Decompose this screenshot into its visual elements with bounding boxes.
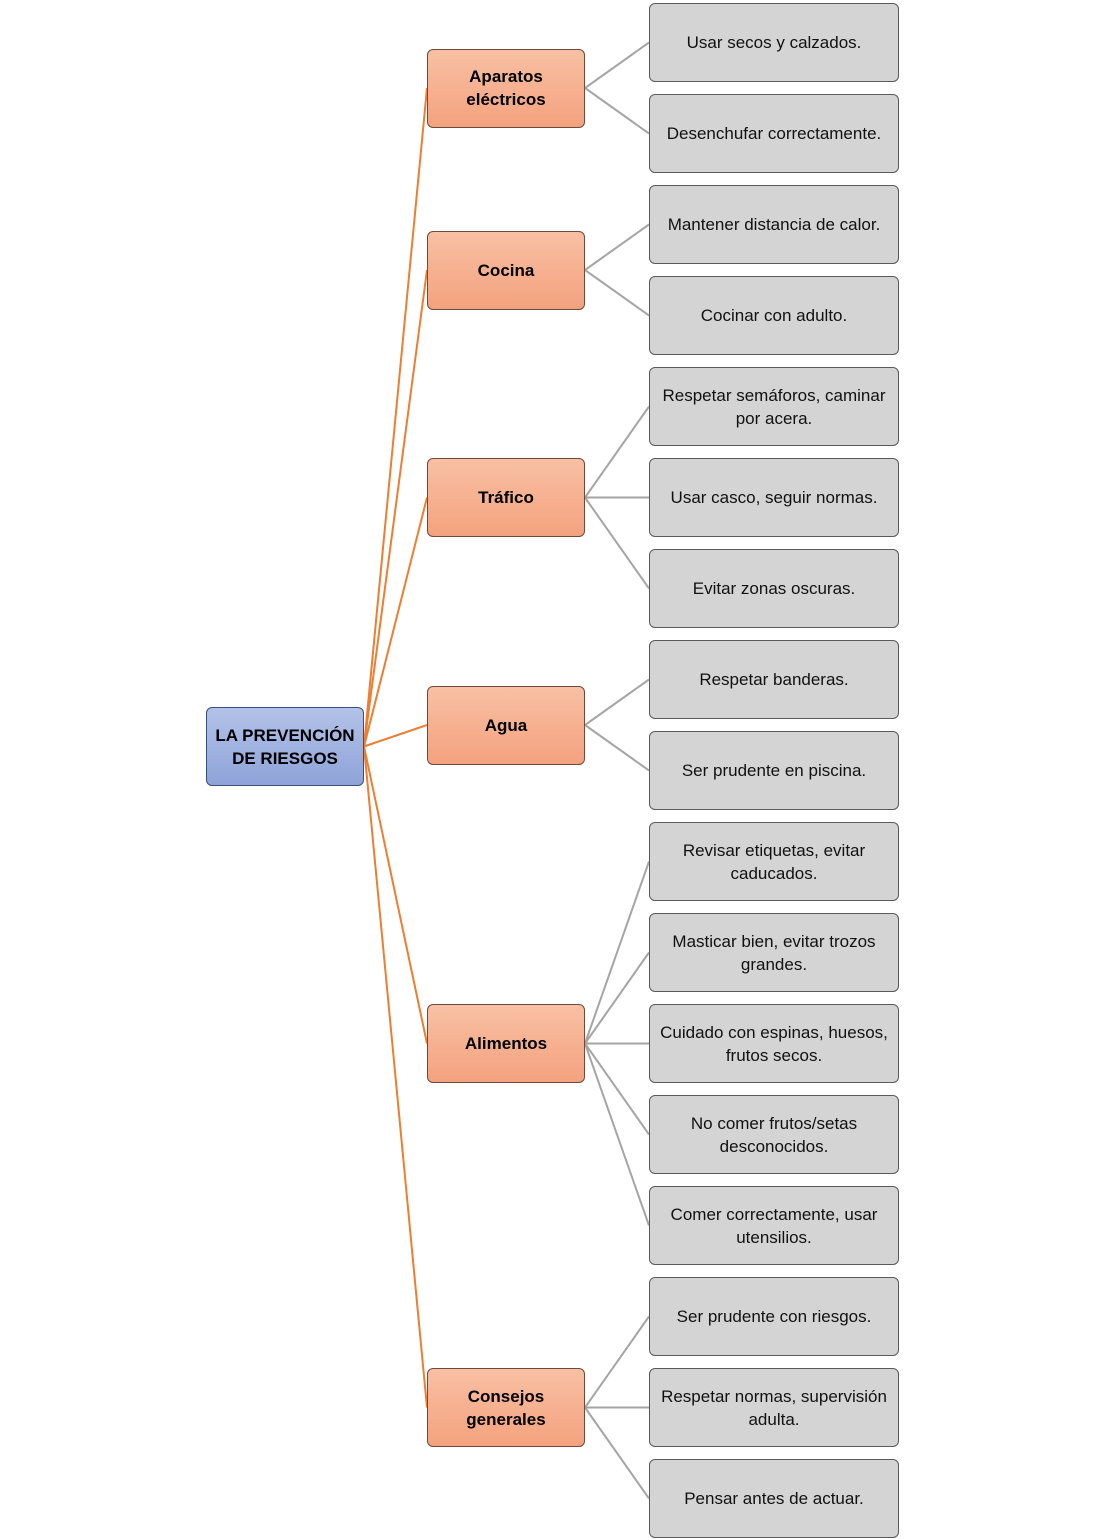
root-link-aparatos (363, 87, 428, 747)
child-link-cocina-2 (584, 269, 650, 317)
child-link-alimentos-5 (584, 1043, 650, 1226)
leaf-label: No comer frutos/setas desconocidos. (690, 1113, 858, 1156)
root-node: LA PREVENCIÓN DE RIESGOS (206, 707, 364, 786)
leaf-node-consejos-3: Pensar antes de actuar. (649, 1459, 899, 1538)
leaf-node-cocina-1: Mantener distancia de calor. (649, 185, 899, 264)
leaf-node-alimentos-5: Comer correctamente, usar utensilios. (649, 1186, 899, 1265)
leaf-node-alimentos-2: Masticar bien, evitar trozos grandes. (649, 913, 899, 992)
category-label: Agua (484, 715, 528, 735)
leaf-label: Cocinar con adulto. (700, 306, 848, 325)
child-link-consejos-3 (584, 1406, 650, 1500)
leaf-label: Respetar semáforos, caminar por acera. (662, 385, 886, 428)
leaf-node-alimentos-4: No comer frutos/setas desconocidos. (649, 1095, 899, 1174)
root-link-agua (363, 724, 428, 748)
leaf-node-alimentos-1: Revisar etiquetas, evitar caducados. (649, 822, 899, 901)
leaf-label: Respetar normas, supervisión adulta. (661, 1386, 887, 1429)
leaf-node-consejos-1: Ser prudente con riesgos. (649, 1277, 899, 1356)
leaf-node-aparatos-1: Usar secos y calzados. (649, 3, 899, 82)
root-link-cocina (363, 269, 428, 747)
root-link-alimentos (363, 746, 428, 1044)
leaf-label: Desenchufar correctamente. (666, 124, 882, 143)
category-node-trafico: Tráfico (427, 458, 585, 537)
child-link-consejos-1 (584, 1315, 650, 1409)
child-link-agua-1 (584, 678, 650, 726)
leaf-label: Respetar banderas. (699, 670, 849, 689)
child-link-alimentos-2 (584, 951, 650, 1045)
leaf-node-trafico-2: Usar casco, seguir normas. (649, 458, 899, 537)
child-link-alimentos-4 (584, 1042, 650, 1136)
child-link-cocina-1 (584, 223, 650, 271)
leaf-label: Cuidado con espinas, huesos, frutos seco… (660, 1022, 888, 1065)
leaf-label: Pensar antes de actuar. (684, 1489, 864, 1508)
child-link-alimentos-1 (584, 861, 650, 1044)
leaf-node-agua-1: Respetar banderas. (649, 640, 899, 719)
leaf-label: Ser prudente con riesgos. (676, 1307, 872, 1326)
leaf-label: Mantener distancia de calor. (667, 215, 881, 234)
root-link-consejos (363, 746, 428, 1408)
leaf-node-consejos-2: Respetar normas, supervisión adulta. (649, 1368, 899, 1447)
category-node-agua: Agua (427, 685, 585, 765)
category-node-alimentos: Alimentos (427, 1004, 585, 1083)
child-link-trafico-3 (584, 496, 650, 590)
child-link-aparatos-2 (584, 87, 650, 135)
category-label: Alimentos (464, 1034, 548, 1053)
leaf-node-aparatos-2: Desenchufar correctamente. (649, 94, 899, 173)
root-label: LA PREVENCIÓN DE RIESGOS (215, 725, 355, 768)
leaf-label: Revisar etiquetas, evitar caducados. (682, 840, 866, 883)
leaf-label: Masticar bien, evitar trozos grandes. (672, 931, 876, 974)
leaf-label: Usar secos y calzados. (686, 33, 862, 52)
category-label: Aparatos eléctricos (466, 67, 546, 109)
leaf-node-alimentos-3: Cuidado con espinas, huesos, frutos seco… (649, 1004, 899, 1083)
leaf-label: Evitar zonas oscuras. (692, 579, 856, 598)
leaf-label: Usar casco, seguir normas. (670, 488, 878, 507)
category-node-consejos: Consejos generales (427, 1368, 585, 1447)
category-label: Consejos generales (466, 1386, 546, 1429)
leaf-node-trafico-3: Evitar zonas oscuras. (649, 549, 899, 628)
leaf-node-cocina-2: Cocinar con adulto. (649, 276, 899, 355)
leaf-node-agua-2: Ser prudente en piscina. (649, 731, 899, 810)
root-link-trafico (363, 497, 428, 747)
child-link-agua-2 (584, 724, 650, 772)
child-link-trafico-1 (584, 405, 650, 499)
leaf-label: Comer correctamente, usar utensilios. (670, 1204, 878, 1247)
category-label: Tráfico (478, 488, 534, 507)
leaf-node-trafico-1: Respetar semáforos, caminar por acera. (649, 367, 899, 446)
child-link-aparatos-1 (584, 41, 650, 89)
category-node-aparatos: Aparatos eléctricos (427, 48, 585, 128)
leaf-label: Ser prudente en piscina. (681, 761, 867, 780)
category-label: Cocina (477, 260, 535, 280)
category-node-cocina: Cocina (427, 230, 585, 310)
